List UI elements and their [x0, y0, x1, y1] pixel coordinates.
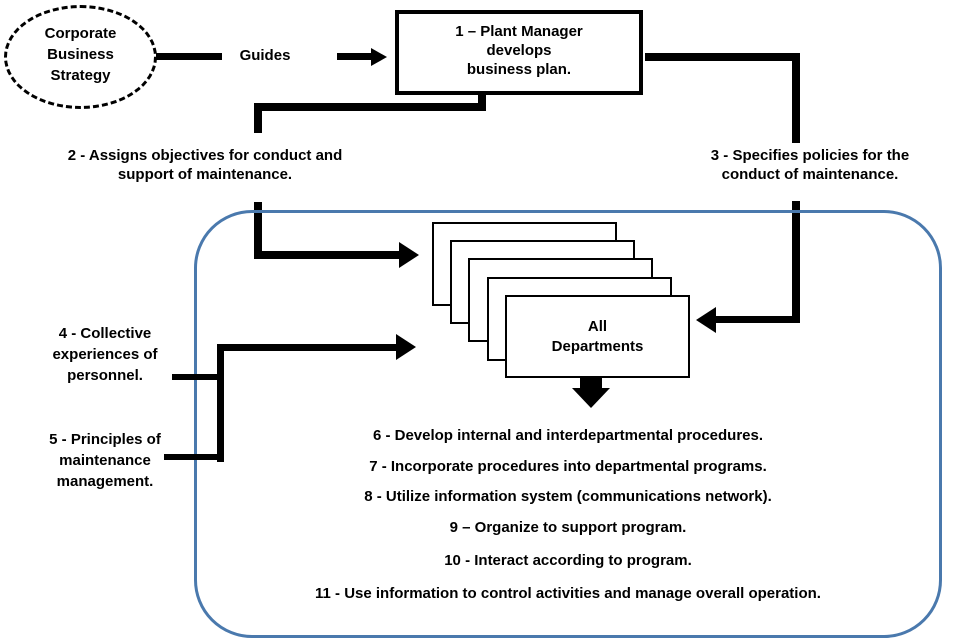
box1-text-line: 1 – Plant Manager [455, 23, 583, 40]
process-item-7: 7 - Incorporate procedures into departme… [369, 458, 767, 475]
connector-branch2-into-departments [254, 251, 400, 259]
label-4-line: 4 - Collective [58, 325, 152, 342]
ellipse-text-line: Business [47, 45, 114, 63]
ellipse-text-line: Strategy [50, 66, 111, 84]
label-2-line: 2 - Assigns objectives for conduct and [67, 147, 343, 164]
departments-down-arrowhead-icon [572, 388, 610, 408]
departments-scope-container [194, 210, 942, 638]
branch2-arrowhead-icon [399, 242, 419, 268]
all-departments-box: All Departments [505, 295, 690, 378]
branch3-arrowhead-icon [696, 307, 716, 333]
guides-arrowhead-icon [371, 48, 387, 66]
label-5: 5 - Principles of maintenance management… [25, 429, 185, 492]
connector-branch45-vertical [217, 344, 224, 462]
process-item-6: 6 - Develop internal and interdepartment… [372, 427, 764, 444]
label-4-line: experiences of [52, 346, 158, 363]
label-3-line: conduct of maintenance. [721, 166, 899, 183]
connector-box1-right-horizontal [645, 53, 795, 61]
connector-label4-stub [172, 374, 219, 380]
connector-branch3-into-departments [714, 316, 800, 323]
label-4: 4 - Collective experiences of personnel. [25, 323, 185, 386]
label-5-line: management. [56, 473, 154, 490]
connector-branch3-vertical-upper [792, 53, 800, 143]
connector-strategy-to-guides [156, 53, 222, 60]
label-3-line: 3 - Specifies policies for the [710, 147, 910, 164]
process-item-8: 8 - Utilize information system (communic… [364, 488, 772, 505]
corporate-strategy-ellipse: Corporate Business Strategy [4, 5, 157, 109]
connector-branch45-into-departments [217, 344, 397, 351]
label-5-line: maintenance [59, 452, 151, 469]
connector-branch2-vertical-lower [254, 202, 262, 259]
process-item-10: 10 - Interact according to program. [444, 552, 692, 569]
departments-down-arrow-shaft [580, 376, 602, 389]
connector-box1-bottom-stub [478, 93, 486, 106]
branch45-arrowhead-icon [396, 334, 416, 360]
label-4-line: personnel. [67, 367, 143, 384]
connector-branch2-horizontal-upper [254, 103, 486, 111]
guides-label: Guides [239, 47, 291, 64]
connector-branch3-vertical-lower [792, 201, 800, 323]
connector-label5-stub [164, 454, 219, 460]
label-3: 3 - Specifies policies for the conduct o… [690, 146, 930, 184]
process-item-11: 11 - Use information to control activiti… [315, 585, 821, 602]
ellipse-text-line: Corporate [44, 24, 117, 42]
all-departments-line: Departments [551, 337, 644, 355]
all-departments-line: All [587, 317, 608, 335]
box1-text-line: business plan. [466, 61, 572, 78]
guides-arrow-shaft [337, 53, 373, 60]
label-2-line: support of maintenance. [117, 166, 293, 183]
label-2: 2 - Assigns objectives for conduct and s… [50, 146, 360, 184]
label-5-line: 5 - Principles of [49, 431, 161, 448]
box1-text-line: develops [486, 42, 552, 59]
process-item-9: 9 – Organize to support program. [449, 519, 687, 536]
connector-branch2-vertical-upper [254, 103, 262, 133]
plant-manager-box: 1 – Plant Manager develops business plan… [395, 10, 643, 95]
